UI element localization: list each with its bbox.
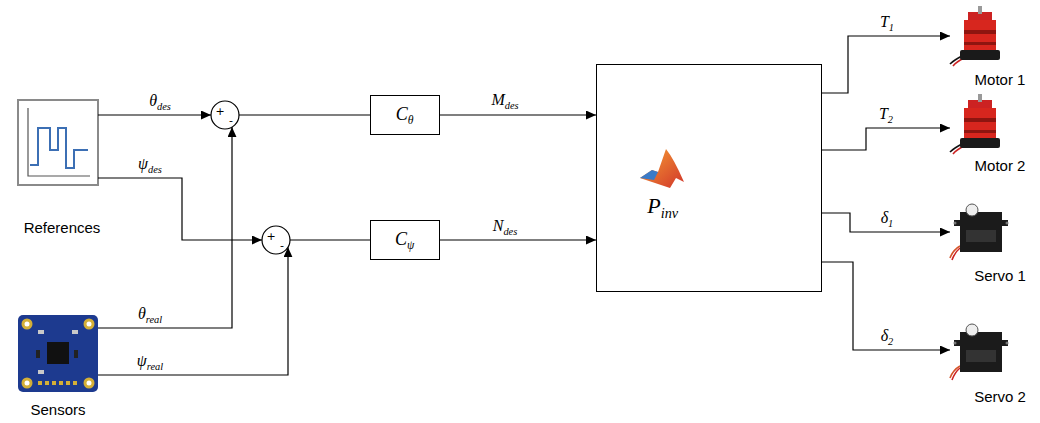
subscript: des (148, 164, 162, 175)
signal-source: References (18, 100, 98, 185)
motor: Motor 1 (950, 6, 1010, 64)
matlab-logo (638, 146, 688, 190)
junction-circle (262, 226, 290, 254)
signal-line (822, 36, 950, 93)
subscript: θ (408, 114, 414, 127)
signal-label: δ2 (879, 326, 896, 345)
signal-line (822, 128, 950, 150)
sensor-board-icon (18, 315, 98, 392)
signal-label: Mdes (489, 90, 520, 109)
servo: Servo 1 (950, 200, 1010, 262)
signal-label: θreal (136, 304, 164, 323)
servo: Servo 2 (950, 320, 1010, 384)
signal-label: ψdes (136, 154, 164, 173)
sensor-unit: Sensors (18, 315, 98, 392)
signal-label: T2 (877, 104, 895, 123)
sign-label: - (229, 115, 233, 126)
actuator-label: Servo 2 (974, 388, 1026, 406)
subscript: 2 (888, 114, 893, 125)
controller-label: Cθ (396, 104, 414, 126)
signal-line (98, 178, 262, 240)
junction-outline (210, 100, 240, 130)
block-label: Pinv (647, 193, 678, 219)
signal-label: ψreal (135, 351, 165, 370)
block-label: Sensors (30, 401, 85, 419)
signal-label: Ndes (491, 216, 520, 235)
servo-icon (950, 204, 1009, 260)
summing-junction: +- (210, 100, 240, 130)
motor: Motor 2 (950, 94, 1010, 152)
signal-label: T1 (878, 12, 896, 31)
subscript: des (157, 101, 171, 112)
actuator-label: Motor 2 (975, 157, 1026, 175)
controller-label: Cψ (395, 229, 414, 251)
junction-circle (211, 101, 239, 129)
signal-line (98, 127, 232, 328)
logo-base (640, 170, 658, 180)
subscript: des (505, 100, 519, 111)
subscript: real (146, 314, 162, 325)
logo-peak (640, 149, 684, 188)
signal-label: θdes (147, 91, 173, 110)
signal-generator-icon (18, 100, 98, 185)
signal-line (440, 239, 596, 240)
subscript: 1 (888, 218, 893, 229)
subscript: ψ (407, 239, 414, 252)
signal-line (822, 262, 950, 350)
sign-label: + (215, 106, 224, 117)
junction-outline (261, 225, 291, 255)
signal-label: δ1 (879, 208, 896, 227)
motor-icon (950, 6, 1000, 66)
block-label: References (24, 219, 101, 237)
inverse-plant-box: Pinv (596, 64, 822, 292)
motor-icon (950, 94, 1000, 154)
subscript: des (503, 226, 517, 237)
controller-box: Cψ (370, 220, 440, 260)
signal-line (290, 239, 370, 240)
signal-line (98, 114, 211, 115)
signal-line (98, 247, 288, 375)
subscript: inv (661, 205, 678, 221)
actuator-label: Servo 1 (974, 267, 1026, 285)
sign-label: - (280, 240, 284, 251)
controller-box: Cθ (370, 95, 440, 135)
summing-junction: +- (261, 225, 291, 255)
signal-line (440, 114, 596, 115)
subscript: 2 (888, 336, 893, 347)
servo-icon (950, 324, 1009, 380)
signal-line (239, 114, 370, 115)
actuator-label: Motor 1 (975, 71, 1026, 89)
subscript: real (147, 361, 163, 372)
sign-label: + (266, 231, 275, 242)
subscript: 1 (889, 22, 894, 33)
